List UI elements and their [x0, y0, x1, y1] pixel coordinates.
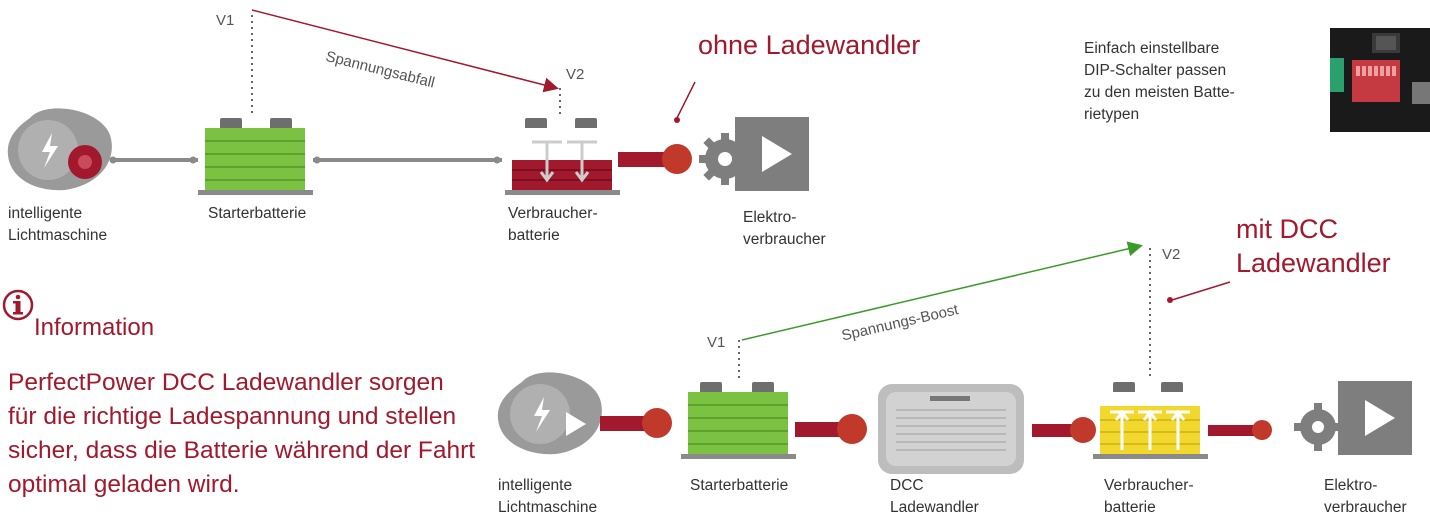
bottom-alternator-icon	[497, 372, 602, 455]
bottom-consumer-battery-icon	[1093, 382, 1208, 459]
top-title: ohne Ladewandler	[698, 30, 921, 60]
top-loads-icon	[699, 117, 809, 191]
bottom-consumer-battery-caption: Verbraucher- batterie	[1104, 477, 1194, 516]
bottom-connector-4	[1208, 420, 1272, 440]
dcc-charger-icon	[878, 384, 1024, 474]
bottom-title: mit DCC Ladewandler	[1236, 214, 1391, 278]
information-text: PerfectPower DCC Ladewandler sorgen für …	[8, 369, 476, 498]
bottom-v1-label: V1	[707, 334, 726, 351]
bottom-dcc-caption: DCC Ladewandler	[890, 477, 979, 516]
bottom-starter-caption: Starterbatterie	[690, 477, 789, 494]
dip-switch-note: Einfach einstellbare DIP-Schalter passen…	[1084, 40, 1235, 123]
bottom-title-pointer	[1171, 281, 1231, 301]
top-alternator-icon	[7, 108, 112, 191]
top-voltage-drop-arrow	[251, 9, 559, 93]
bottom-alternator-caption: intelligente Lichtmaschine	[498, 477, 598, 516]
top-starter-caption: Starterbatterie	[208, 205, 307, 222]
bottom-loads-icon	[1294, 381, 1412, 455]
top-title-pointer	[676, 81, 696, 119]
information-title: Information	[34, 314, 155, 341]
top-consumer-battery-caption: Verbraucher- batterie	[508, 205, 598, 244]
dip-switch-photo	[1330, 28, 1430, 132]
bottom-v2-label: V2	[1162, 246, 1181, 263]
top-v1-label: V1	[216, 12, 235, 29]
bottom-connector-1	[600, 408, 672, 438]
top-alternator-caption: intelligente Lichtmaschine	[8, 205, 108, 244]
bottom-starter-battery-icon	[681, 382, 796, 459]
top-starter-battery-icon	[198, 118, 313, 195]
bottom-loads-caption: Elektro- verbraucher	[1324, 477, 1407, 516]
top-v2-label: V2	[566, 66, 585, 83]
top-loads-caption: Elektro- verbraucher	[743, 209, 826, 248]
bottom-connector-2	[795, 414, 867, 444]
top-connector	[618, 144, 692, 174]
info-icon	[2, 289, 34, 321]
bottom-voltage-boost-arrow	[741, 241, 1143, 341]
top-consumer-battery-icon	[505, 118, 620, 195]
bottom-connector-3	[1032, 417, 1096, 443]
